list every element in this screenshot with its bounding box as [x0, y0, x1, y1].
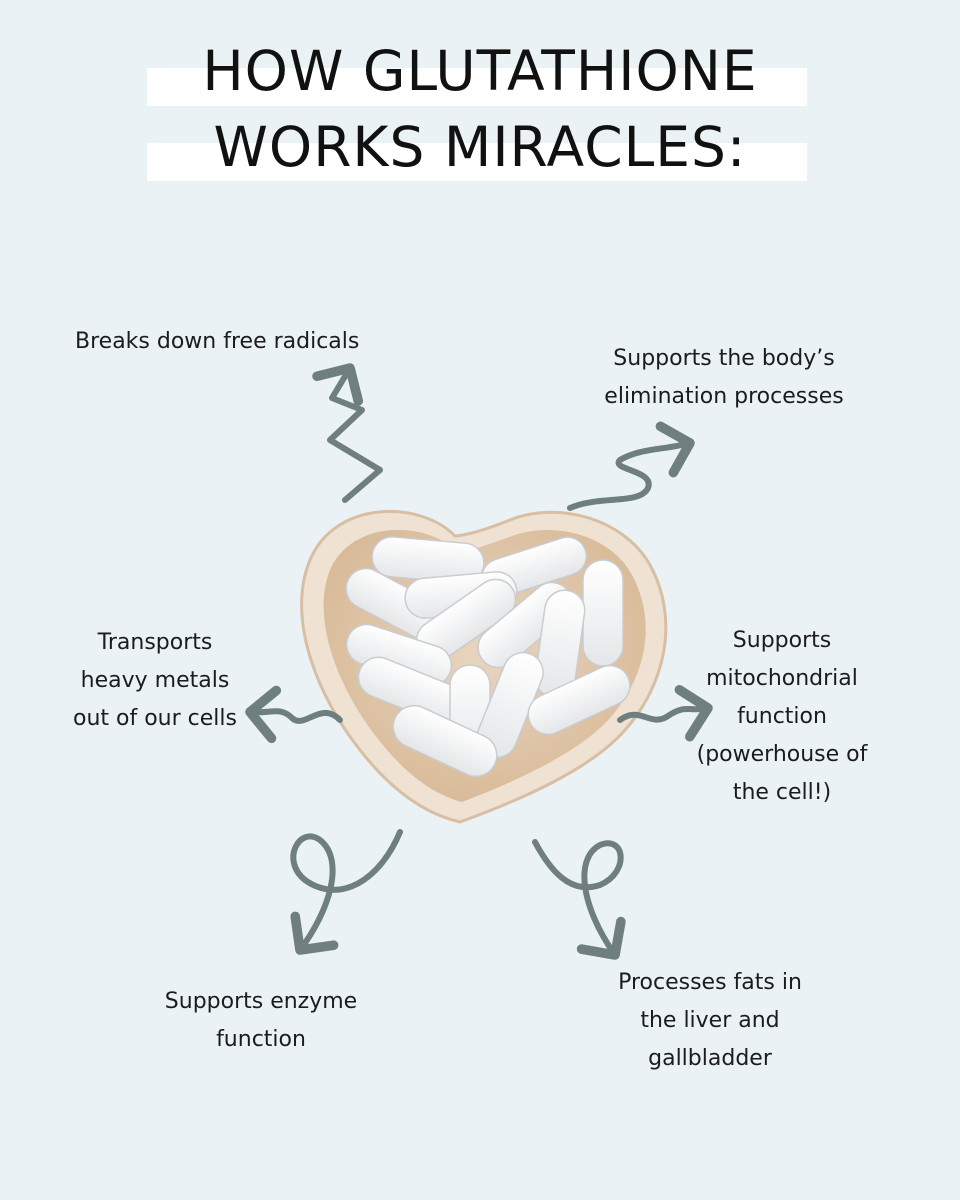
- page-title-line-1: HOW GLUTATHIONE: [202, 39, 758, 103]
- benefit-heavy-metals: Transports heavy metals out of our cells: [73, 630, 237, 731]
- benefit-free-radicals: Breaks down free radicals: [75, 329, 360, 354]
- capsules-image: [345, 536, 631, 778]
- benefit-fats: Processes fats in the liver and gallblad…: [618, 970, 802, 1071]
- squiggle-arrow-icon-mitochondrial: [617, 684, 713, 742]
- title-highlight-2: [147, 143, 807, 181]
- page-title-line-2: WORKS MIRACLES:: [213, 115, 747, 179]
- squiggle-arrow-icon-free-radicals: [312, 363, 383, 503]
- benefit-mitochondrial: Supports mitochondrial function (powerho…: [696, 628, 868, 805]
- squiggle-arrow-icon-enzyme: [290, 829, 403, 955]
- squiggle-arrow-icon-fats: [532, 839, 626, 960]
- benefit-enzyme: Supports enzyme function: [164, 989, 358, 1052]
- title-highlight-1: [147, 68, 807, 106]
- squiggle-arrow-icon-elimination: [567, 421, 695, 511]
- squiggle-arrow-icon-heavy-metals: [245, 685, 343, 744]
- benefit-elimination: Supports the body’s elimination processe…: [604, 346, 844, 409]
